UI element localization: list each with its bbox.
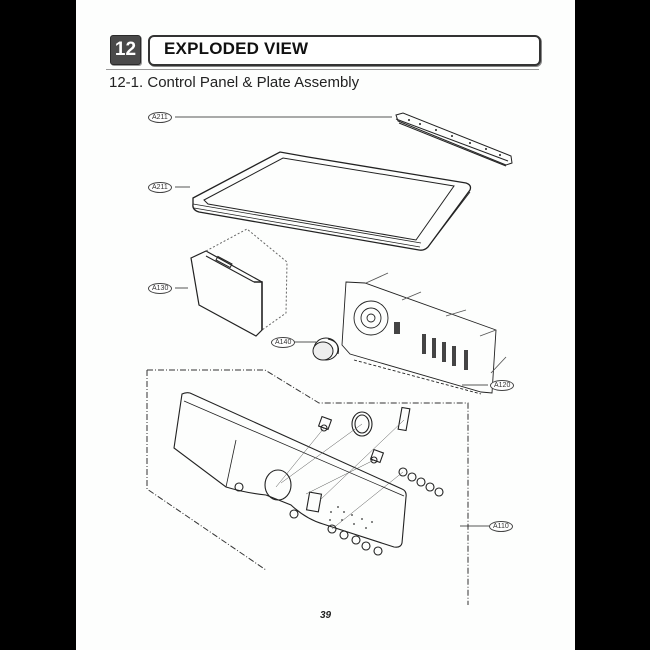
callout-a120: A120 <box>490 380 515 391</box>
header-divider <box>106 69 539 70</box>
chapter-title-box: EXPLODED VIEW <box>148 35 541 66</box>
callout-a211-top-plate: A211 <box>148 182 172 193</box>
assembly-enclosure <box>146 369 469 605</box>
page-number: 39 <box>320 610 332 621</box>
rear-bracket-part <box>395 112 513 167</box>
control-board-part <box>341 272 507 395</box>
section-title: 12-1. Control Panel & Plate Assembly <box>109 74 360 91</box>
callout-a110: A110 <box>489 521 513 532</box>
top-plate-part <box>192 151 472 251</box>
knob-part <box>312 337 339 361</box>
manual-page: 12 EXPLODED VIEW 12-1. Control Panel & P… <box>76 0 575 650</box>
control-panel-part <box>173 392 444 556</box>
callout-a211-bracket: A211 <box>148 112 172 123</box>
callout-a140: A140 <box>271 337 296 348</box>
chapter-number-badge: 12 <box>110 35 141 65</box>
exploded-view-diagram <box>146 112 513 605</box>
dispenser-housing-part <box>190 228 288 337</box>
callout-a130: A130 <box>148 283 173 294</box>
chapter-title: EXPLODED VIEW <box>164 39 309 58</box>
